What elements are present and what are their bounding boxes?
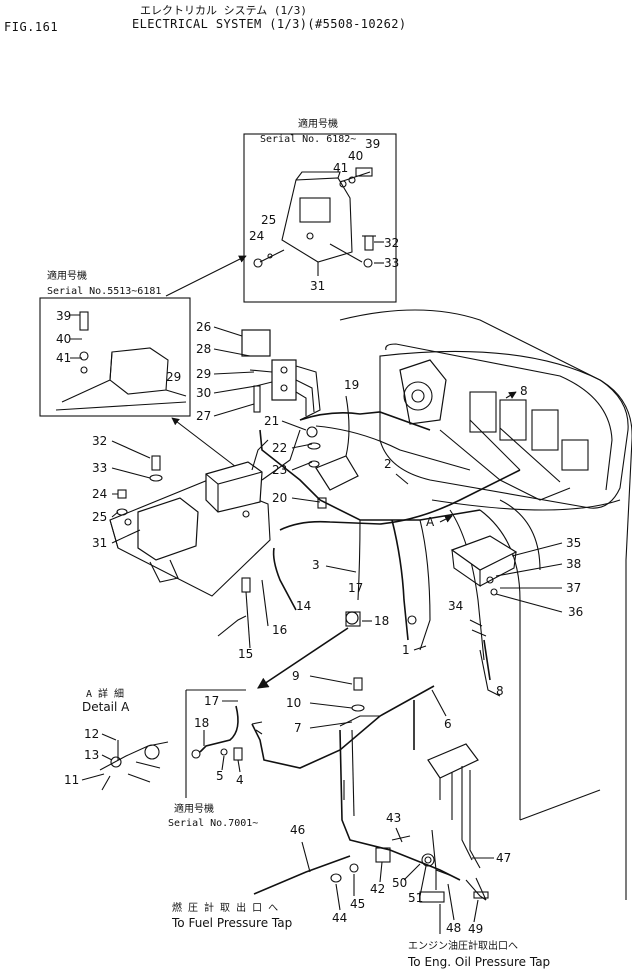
- part-40b: 40: [348, 149, 363, 163]
- part-22: 22: [272, 441, 287, 455]
- part-32: 32: [92, 434, 107, 448]
- part-20: 20: [272, 491, 287, 505]
- part-42: 42: [370, 882, 385, 896]
- part-27: 27: [196, 409, 211, 423]
- wire-harness: [259, 411, 571, 681]
- detail-a: A 詳 細 Detail A: [82, 687, 169, 791]
- part-26: 26: [196, 320, 211, 334]
- title-english: ELECTRICAL SYSTEM (1/3)(#5508-10262): [132, 17, 407, 31]
- part-49: 49: [468, 922, 483, 936]
- part-6: 6: [444, 717, 452, 731]
- part-36: 36: [568, 605, 583, 619]
- relay-cluster: [241, 329, 321, 421]
- part-39: 39: [56, 309, 71, 323]
- part-41: 41: [56, 351, 71, 365]
- part-47: 47: [496, 851, 511, 865]
- part-5: 5: [216, 769, 224, 783]
- part-17: 17: [348, 581, 363, 595]
- part-16: 16: [272, 623, 287, 637]
- part-41b: 41: [333, 161, 348, 175]
- lower-harness: [251, 685, 489, 903]
- inset-left: 適用号機 Serial No.5513~6181: [39, 269, 191, 417]
- part-14: 14: [296, 599, 311, 613]
- part-13: 13: [84, 748, 99, 762]
- detail-a-title: Detail A: [82, 700, 130, 714]
- part-38: 38: [566, 557, 581, 571]
- part-43: 43: [386, 811, 401, 825]
- part-4: 4: [236, 773, 244, 787]
- part-29b: 29: [166, 370, 181, 384]
- part-18: 18: [374, 614, 389, 628]
- part-19: 19: [344, 378, 359, 392]
- part-33: 33: [92, 461, 107, 475]
- inset-bottom-jp: 適用号機: [174, 802, 214, 815]
- part-45: 45: [350, 897, 365, 911]
- part-28: 28: [196, 342, 211, 356]
- part-29: 29: [196, 367, 211, 381]
- part-48: 48: [446, 921, 461, 935]
- part-1: 1: [402, 643, 410, 657]
- part-25: 25: [92, 510, 107, 524]
- part-12: 12: [84, 727, 99, 741]
- part-34: 34: [448, 599, 463, 613]
- part-23: 23: [272, 463, 287, 477]
- part-24: 24: [92, 487, 107, 501]
- part-32b: 32: [384, 236, 399, 250]
- inset-left-serial: Serial No.5513~6181: [47, 286, 161, 297]
- part-44: 44: [332, 911, 347, 925]
- part-51: 51: [408, 891, 423, 905]
- part-25b: 25: [261, 213, 276, 227]
- figure-number: FIG.161: [4, 20, 59, 34]
- part-2: 2: [384, 457, 392, 471]
- inset-top-serial: Serial No. 6182~: [260, 134, 356, 145]
- arrow-a-label: A: [426, 515, 435, 529]
- part-9: 9: [292, 669, 300, 683]
- mounting-plate: [109, 429, 301, 597]
- inset-bottom: 適用号機 Serial No.7001~: [168, 689, 258, 829]
- part-8b: 8: [496, 684, 504, 698]
- part-31b: 31: [310, 279, 325, 293]
- inset-top-jp: 適用号機: [298, 117, 338, 130]
- title-japanese: エレクトリカル システム (1/3): [140, 4, 308, 17]
- part-17b: 17: [204, 694, 219, 708]
- part-33b: 33: [384, 256, 399, 270]
- part-10: 10: [286, 696, 301, 710]
- part-7: 7: [294, 721, 302, 735]
- part-18b: 18: [194, 716, 209, 730]
- dashboard: [339, 309, 632, 900]
- oil-tap-jp: エンジン油圧計取出口へ: [408, 939, 518, 952]
- part-8: 8: [520, 384, 528, 398]
- oil-tap-label: To Eng. Oil Pressure Tap: [407, 955, 550, 969]
- part-40: 40: [56, 332, 71, 346]
- part-24b: 24: [249, 229, 264, 243]
- fuel-tap-jp: 燃 圧 計 取 出 口 へ: [172, 901, 278, 914]
- part-46: 46: [290, 823, 305, 837]
- inset-left-jp: 適用号機: [47, 269, 87, 282]
- part-35: 35: [566, 536, 581, 550]
- part-39b: 39: [365, 137, 380, 151]
- part-31: 31: [92, 536, 107, 550]
- detail-a-jp: A 詳 細: [86, 687, 124, 700]
- part-30: 30: [196, 386, 211, 400]
- part-21: 21: [264, 414, 279, 428]
- connector-34: [450, 535, 518, 596]
- part-11: 11: [64, 773, 79, 787]
- inset-top: 適用号機 Serial No. 6182~: [243, 117, 397, 303]
- fuel-tap-label: To Fuel Pressure Tap: [171, 916, 292, 930]
- part-15: 15: [238, 647, 253, 661]
- part-37: 37: [566, 581, 581, 595]
- part-3: 3: [312, 558, 320, 572]
- part-50: 50: [392, 876, 407, 890]
- inset-bottom-serial: Serial No.7001~: [168, 818, 258, 829]
